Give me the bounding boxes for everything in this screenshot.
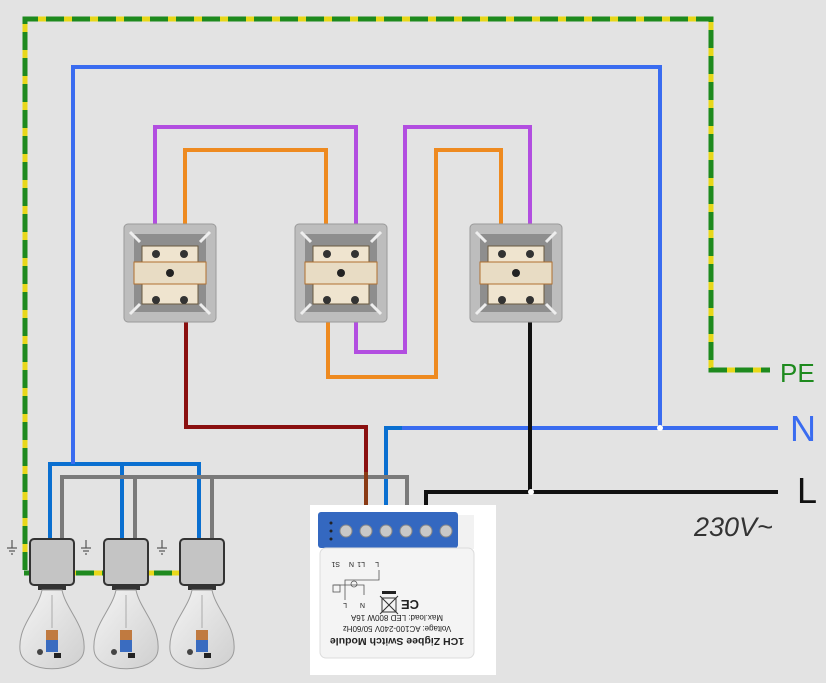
bulb	[19, 589, 85, 670]
switch-2	[294, 223, 388, 323]
bulb	[169, 589, 235, 670]
switch-3	[469, 223, 563, 323]
ground-icon	[7, 540, 17, 555]
svg-text:S1: S1	[331, 560, 340, 567]
svg-text:N: N	[360, 601, 365, 608]
module-voltage: Voltage: AC100-240V 50/60Hz	[343, 624, 452, 633]
live-junction	[528, 489, 534, 495]
lamp-holder	[103, 538, 149, 586]
neutral-junction	[657, 425, 663, 431]
live-wire	[424, 300, 778, 528]
lamp-holder	[29, 538, 75, 586]
svg-text:L: L	[343, 601, 347, 608]
svg-text:N: N	[349, 560, 354, 567]
ground-icon	[81, 540, 91, 555]
terminal-screws	[339, 524, 453, 538]
module-max-load: Max.load: LED 800W 16A	[350, 613, 443, 622]
schematic-icon	[332, 570, 380, 600]
switch-1	[123, 223, 217, 323]
traveler-purple	[153, 125, 532, 354]
neutral-label: N	[790, 408, 816, 449]
neutral-lamp-bus	[48, 462, 201, 555]
lamp-holder	[179, 538, 225, 586]
traveler-orange	[183, 148, 503, 379]
voltage-label: 230V~	[694, 512, 773, 542]
ce-mark: CE	[401, 597, 419, 612]
ground-icon	[157, 540, 167, 555]
lamp-1	[7, 538, 85, 670]
lamp-2	[81, 538, 159, 670]
lamp-3	[157, 538, 235, 670]
module-title: 1CH Zigbee Switch Module	[330, 635, 464, 647]
live-label: L	[797, 470, 818, 511]
svg-text:L1: L1	[357, 560, 365, 567]
module-label: 1CH Zigbee Switch Module Voltage: AC100-…	[330, 560, 464, 647]
weee-icon	[379, 591, 399, 615]
pe-label: PE	[780, 358, 815, 388]
bulb	[93, 589, 159, 670]
svg-text:L: L	[375, 560, 379, 567]
zigbee-module: 1CH Zigbee Switch Module Voltage: AC100-…	[310, 505, 496, 675]
